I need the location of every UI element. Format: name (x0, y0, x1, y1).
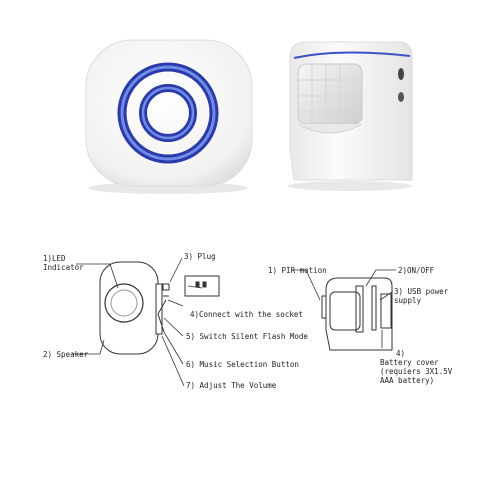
callout-battery-cover: 4) Battery cover (requiers 3X1.5V AAA ba… (380, 349, 453, 385)
sensor-leader-lines (292, 269, 396, 348)
pir-lens (297, 63, 363, 125)
sensor-drawing (321, 277, 393, 351)
callout-music-selection: 6) Music Selection Button (186, 360, 299, 369)
callout-pir-motion: 1) PIR motion (268, 266, 327, 275)
receiver-leader-lines (72, 257, 203, 387)
callout-silent-flash-mode: 5) Switch Silent Flash Mode (186, 332, 308, 341)
sensor-photo (288, 41, 413, 191)
callout-on-off: 2)ON/OFF (398, 266, 435, 275)
receiver-photo (85, 39, 253, 194)
callout-plug: 3) Plug (184, 252, 216, 261)
callout-speaker: 2) Speaker (43, 350, 89, 359)
callout-connect-socket: 4)Connect with the socket (190, 310, 303, 319)
callout-usb-power: 3) USB power supply (394, 287, 449, 305)
switch-slot (398, 68, 404, 80)
receiver-drawing (99, 261, 220, 355)
callout-led-indicator: 1)LED Indicator (43, 254, 84, 272)
callout-adjust-volume: 7) Adjust The Volume (186, 381, 277, 390)
usb-port (398, 92, 404, 102)
